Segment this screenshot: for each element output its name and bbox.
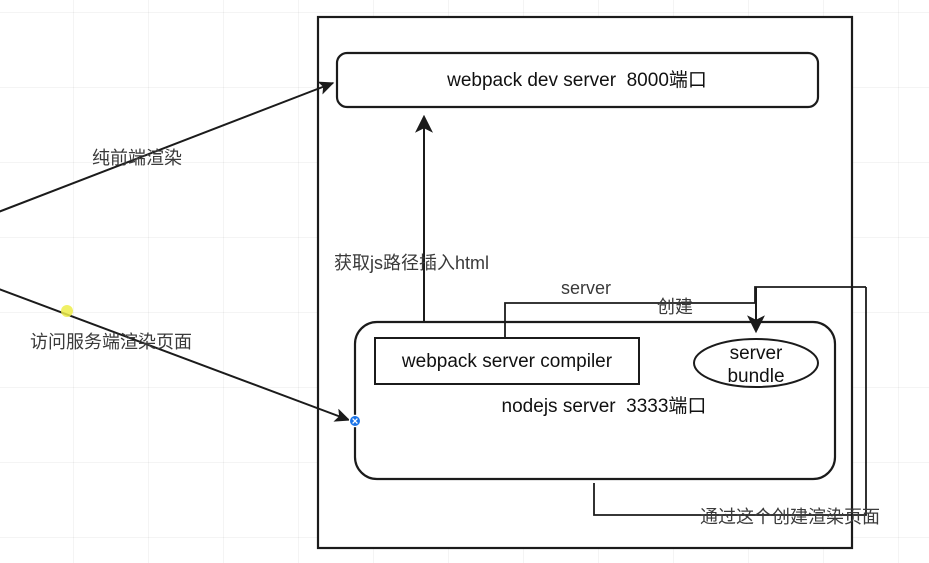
highlight-dot-top <box>61 305 73 317</box>
edge-label-server: server <box>561 278 611 298</box>
server-compiler-box[interactable] <box>374 337 640 385</box>
server-bundle-ellipse[interactable] <box>693 338 819 388</box>
edge-label-create: 创建 <box>657 297 693 317</box>
edge-label-client-render: 纯前端渲染 <box>92 148 182 168</box>
edge-visit-ssr-page <box>0 288 351 422</box>
server-compiler-label: webpack server compiler <box>401 351 613 372</box>
ssr-entry-endpoint-x-icon <box>352 418 358 424</box>
dev-server-box[interactable] <box>335 51 820 109</box>
dev-server-label: webpack dev server 8000端口 <box>446 69 707 91</box>
edge-create-render-page <box>593 287 867 516</box>
edge-label-create-render-page: 通过这个创建渲染页面 <box>700 507 880 527</box>
node-server-label: nodejs server 3333端口 <box>502 395 707 417</box>
server-bundle-label-line2: bundle <box>727 366 784 387</box>
edge-label-visit-ssr-page: 访问服务端渲染页面 <box>30 332 192 352</box>
server-bundle-label-line1: server <box>730 343 783 364</box>
edge-client-render <box>0 81 335 213</box>
edge-label-inject-js-path: 获取js路径插入html <box>334 253 489 273</box>
